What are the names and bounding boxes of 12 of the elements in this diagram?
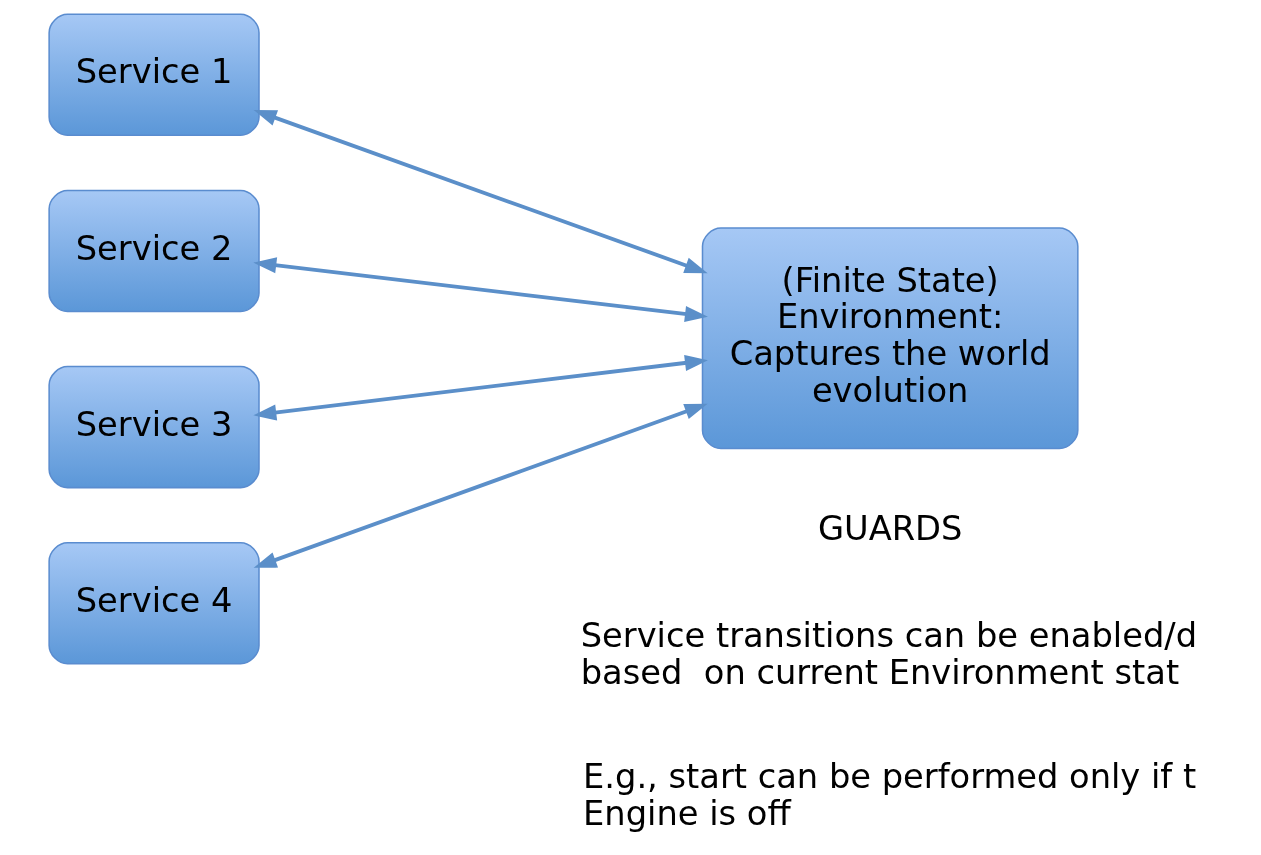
node-box: Service 3 <box>48 365 260 489</box>
label: GUARDS <box>817 508 963 548</box>
arrow <box>253 354 708 421</box>
node-box: (Finite State) Environment: Captures the world evolution <box>701 227 1079 450</box>
node-box: Service 2 <box>48 189 260 313</box>
arrow <box>253 110 708 274</box>
label: E.g., start can be performed only if t Engine is off <box>583 757 1197 833</box>
arrow <box>253 257 708 323</box>
node-box: Service 4 <box>48 542 260 665</box>
label: Service transitions can be enabled/d based on current Environment stat <box>580 616 1198 692</box>
arrow <box>253 403 708 568</box>
node-box: Service 1 <box>48 13 260 137</box>
